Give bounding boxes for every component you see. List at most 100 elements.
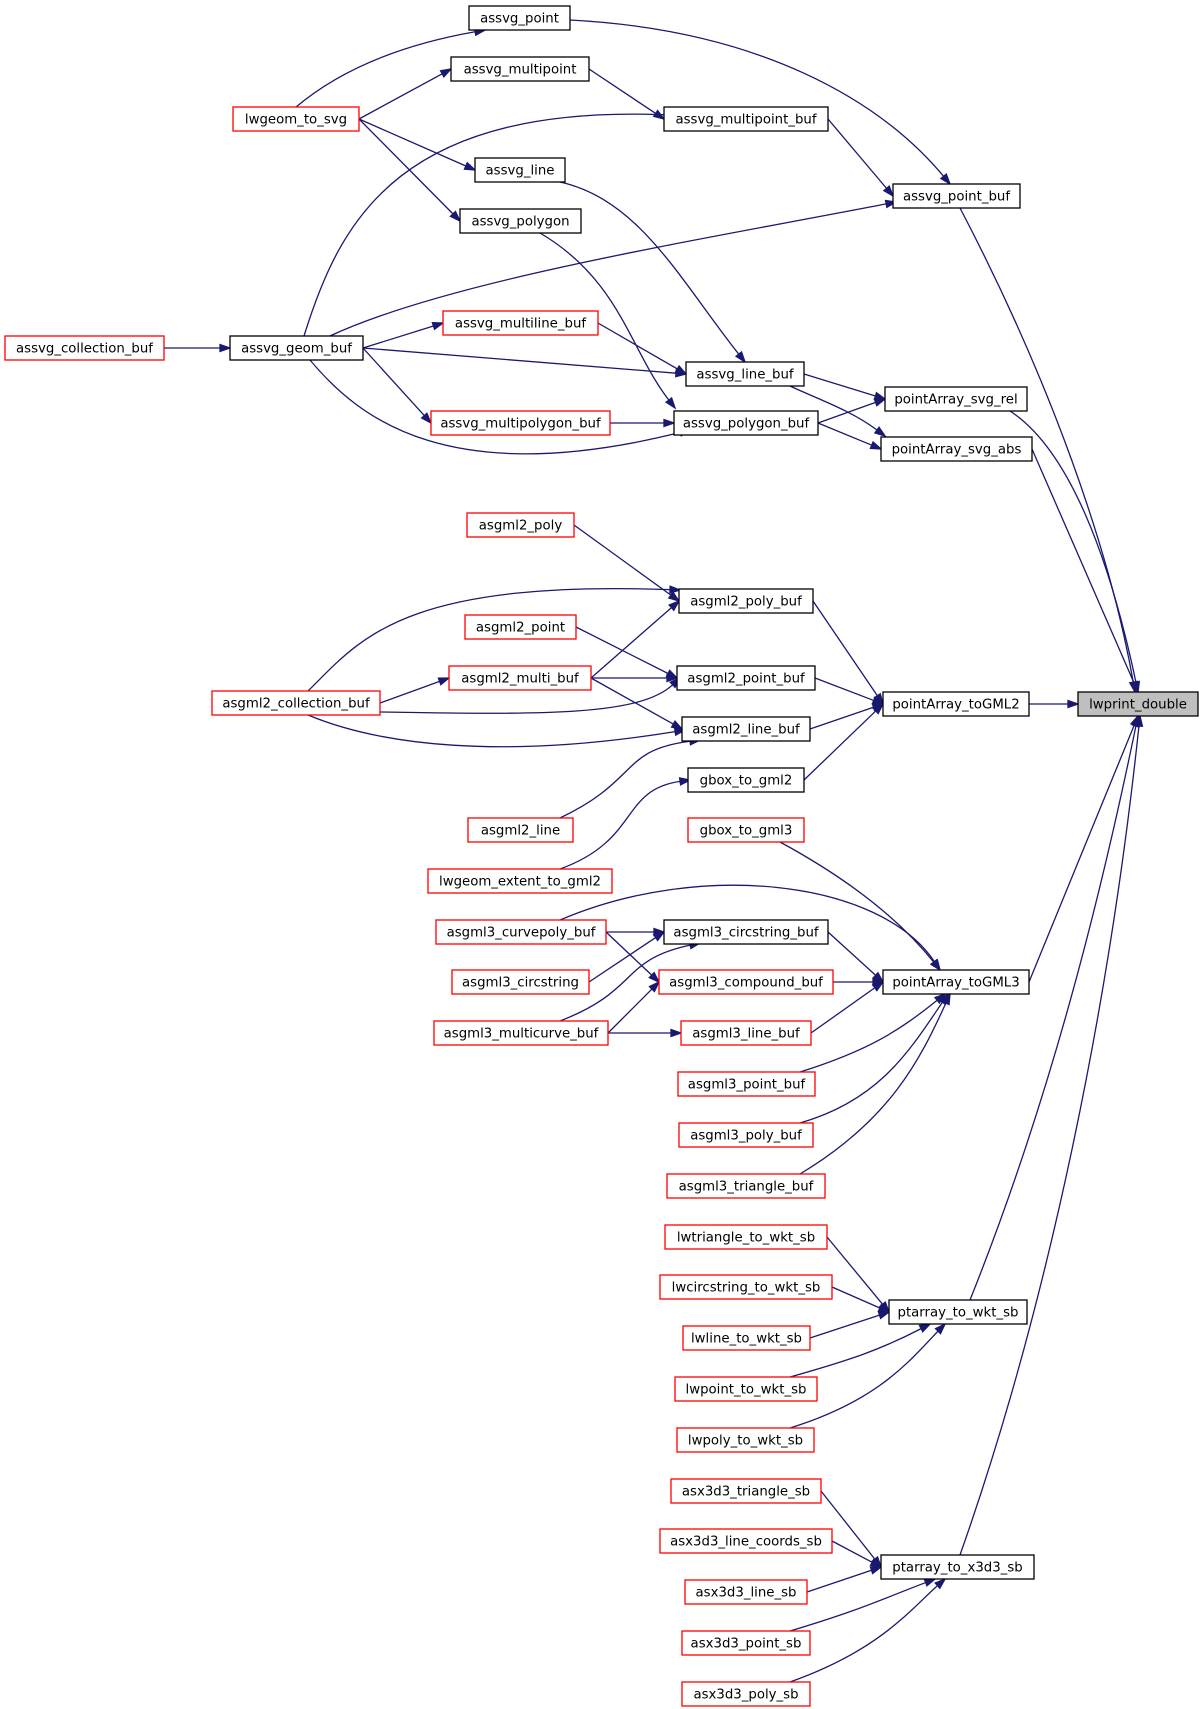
node-asx3d3-triangle-sb[interactable]: asx3d3_triangle_sb	[670, 1478, 822, 1504]
node-box	[435, 919, 607, 945]
edge-assvg_point-to-assvg_point_buf	[569, 19, 952, 186]
node-asgml3-compound-buf[interactable]: asgml3_compound_buf	[658, 969, 834, 995]
node-box	[464, 614, 577, 640]
node-lwline-to-wkt-sb[interactable]: lwline_to_wkt_sb	[682, 1325, 811, 1351]
node-asgml2-multi-buf[interactable]: asgml2_multi_buf	[448, 665, 592, 691]
node-asgml3-circstring-buf[interactable]: asgml3_circstring_buf	[663, 919, 829, 945]
node-label: asgml2_point	[476, 621, 565, 636]
node-asgml3-circstring[interactable]: asgml3_circstring	[451, 969, 590, 995]
edge-assvg_polygon-to-assvg_polygon_buf	[539, 232, 677, 410]
edge-ptarray_to_x3d3_sb-to-lwprint_double	[959, 714, 1144, 1556]
edge-assvg_geom_buf-to-assvg_polygon_buf	[309, 359, 692, 455]
node-asx3d3-line-coords-sb[interactable]: asx3d3_line_coords_sb	[659, 1528, 833, 1554]
node-ptarray-to-wkt-sb[interactable]: ptarray_to_wkt_sb	[888, 1299, 1028, 1325]
node-label: pointArray_toGML2	[892, 698, 1019, 713]
edge-assvg_line-to-assvg_line_buf	[559, 181, 747, 364]
node-asgml2-line-buf[interactable]: asgml2_line_buf	[681, 716, 811, 742]
node-lwcircstring-to-wkt-sb[interactable]: lwcircstring_to_wkt_sb	[659, 1274, 833, 1300]
node-asgml2-point[interactable]: asgml2_point	[464, 614, 577, 640]
edge-assvg_line_buf-to-pointArray_svg_abs	[789, 385, 887, 438]
node-box	[663, 106, 829, 132]
node-asgml3-curvepoly-buf[interactable]: asgml3_curvepoly_buf	[435, 919, 607, 945]
node-assvg-multiline-buf[interactable]: assvg_multiline_buf	[442, 310, 599, 336]
node-label: asgml3_circstring_buf	[673, 926, 818, 941]
node-assvg-point[interactable]: assvg_point	[468, 5, 571, 31]
edge-line	[789, 1330, 939, 1429]
node-label: assvg_line	[486, 164, 555, 179]
node-lwprint-double: lwprint_double	[1077, 691, 1199, 717]
node-pointArray-svg-rel[interactable]: pointArray_svg_rel	[884, 386, 1028, 412]
arrow-head-icon	[941, 992, 951, 1006]
node-asgml2-line[interactable]: asgml2_line	[467, 817, 574, 843]
edge-line	[817, 401, 876, 424]
node-asgml3-line-buf[interactable]: asgml3_line_buf	[680, 1020, 812, 1046]
edge-line	[569, 19, 945, 177]
node-box	[676, 1427, 815, 1453]
node-asx3d3-point-sb[interactable]: asx3d3_point_sb	[681, 1630, 811, 1656]
node-box	[670, 1478, 822, 1504]
node-assvg-point-buf[interactable]: assvg_point_buf	[892, 183, 1021, 209]
edge-asgml3_point_buf-to-pointArray_toGML3	[799, 992, 947, 1073]
edge-lwgeom_extent_to_gml2-to-gbox_to_gml2	[559, 777, 692, 870]
node-pointArray-toGML2[interactable]: pointArray_toGML2	[882, 691, 1030, 717]
arrow-head-icon	[431, 321, 445, 331]
node-assvg-multipoint-buf[interactable]: assvg_multipoint_buf	[663, 106, 829, 132]
node-assvg-polygon[interactable]: assvg_polygon	[459, 208, 582, 234]
node-assvg-line[interactable]: assvg_line	[474, 157, 566, 183]
node-label: asx3d3_poly_sb	[693, 1688, 798, 1703]
node-assvg-line-buf[interactable]: assvg_line_buf	[685, 361, 805, 387]
arrow-head-icon	[674, 364, 688, 375]
arrow-head-icon	[449, 210, 462, 223]
edge-asgml3_line_buf-to-pointArray_toGML3	[810, 980, 885, 1034]
edge-line	[959, 207, 1134, 683]
node-assvg-multipoint[interactable]: assvg_multipoint	[450, 56, 590, 82]
arrow-head-icon	[668, 599, 681, 612]
node-box	[229, 335, 364, 361]
edge-line	[809, 706, 874, 730]
arrow-head-icon	[872, 702, 885, 715]
node-asgml2-poly-buf[interactable]: asgml2_poly_buf	[678, 588, 814, 614]
edge-asgml3_multicurve_buf-to-asgml3_line_buf	[608, 1028, 683, 1038]
node-assvg-multipolygon-buf[interactable]: assvg_multipolygon_buf	[430, 410, 611, 436]
edge-pointArray_svg_abs-to-lwprint_double	[1031, 448, 1139, 694]
edge-line	[1028, 725, 1135, 983]
node-lwgeom-to-svg[interactable]: lwgeom_to_svg	[232, 106, 360, 132]
node-lwgeom-extent-to-gml2[interactable]: lwgeom_extent_to_gml2	[427, 868, 613, 894]
node-ptarray-to-x3d3-sb[interactable]: ptarray_to_x3d3_sb	[880, 1554, 1035, 1580]
node-assvg-polygon-buf[interactable]: assvg_polygon_buf	[673, 410, 819, 436]
node-gbox-to-gml2[interactable]: gbox_to_gml2	[687, 767, 805, 793]
node-assvg-collection-buf[interactable]: assvg_collection_buf	[4, 335, 165, 361]
node-asgml2-point-buf[interactable]: asgml2_point_buf	[676, 665, 816, 691]
edge-asgml2_poly-to-asgml2_poly_buf	[573, 524, 681, 603]
node-asx3d3-line-sb[interactable]: asx3d3_line_sb	[684, 1579, 808, 1605]
edge-assvg_polygon_buf-to-pointArray_svg_abs	[817, 422, 883, 450]
edge-asgml2_collection_buf-to-asgml2_line_buf	[307, 714, 687, 748]
edge-assvg_multipolygon_buf-to-assvg_polygon_buf	[610, 418, 676, 428]
node-asgml2-poly[interactable]: asgml2_poly	[466, 512, 575, 538]
node-assvg-geom-buf[interactable]: assvg_geom_buf	[229, 335, 364, 361]
node-box	[681, 1630, 811, 1656]
arrow-head-icon	[439, 68, 453, 78]
node-box	[442, 310, 599, 336]
edge-line	[362, 325, 434, 349]
node-asgml2-collection-buf[interactable]: asgml2_collection_buf	[211, 690, 381, 716]
arrow-head-icon	[869, 1558, 883, 1568]
node-box	[681, 1681, 811, 1707]
node-lwpoint-to-wkt-sb[interactable]: lwpoint_to_wkt_sb	[674, 1376, 818, 1402]
edge-assvg_geom_buf-to-assvg_line_buf	[362, 347, 688, 378]
edge-line	[309, 359, 681, 455]
node-asgml3-triangle-buf[interactable]: asgml3_triangle_buf	[666, 1173, 826, 1199]
node-pointArray-toGML3[interactable]: pointArray_toGML3	[882, 969, 1030, 995]
node-asx3d3-poly-sb[interactable]: asx3d3_poly_sb	[681, 1681, 811, 1707]
node-asgml3-poly-buf[interactable]: asgml3_poly_buf	[678, 1122, 814, 1148]
node-pointArray-svg-abs[interactable]: pointArray_svg_abs	[880, 436, 1033, 462]
node-asgml3-point-buf[interactable]: asgml3_point_buf	[677, 1071, 816, 1097]
node-box	[433, 1020, 609, 1046]
node-gbox-to-gml3[interactable]: gbox_to_gml3	[687, 817, 805, 843]
edge-line	[303, 113, 681, 337]
node-asgml3-multicurve-buf[interactable]: asgml3_multicurve_buf	[433, 1020, 609, 1046]
node-lwtriangle-to-wkt-sb[interactable]: lwtriangle_to_wkt_sb	[664, 1224, 828, 1250]
edge-asgml2_line_buf-to-pointArray_toGML2	[809, 703, 885, 730]
node-lwpoly-to-wkt-sb[interactable]: lwpoly_to_wkt_sb	[676, 1427, 815, 1453]
edge-assvg_geom_buf-to-assvg_multipolygon_buf	[362, 347, 433, 425]
